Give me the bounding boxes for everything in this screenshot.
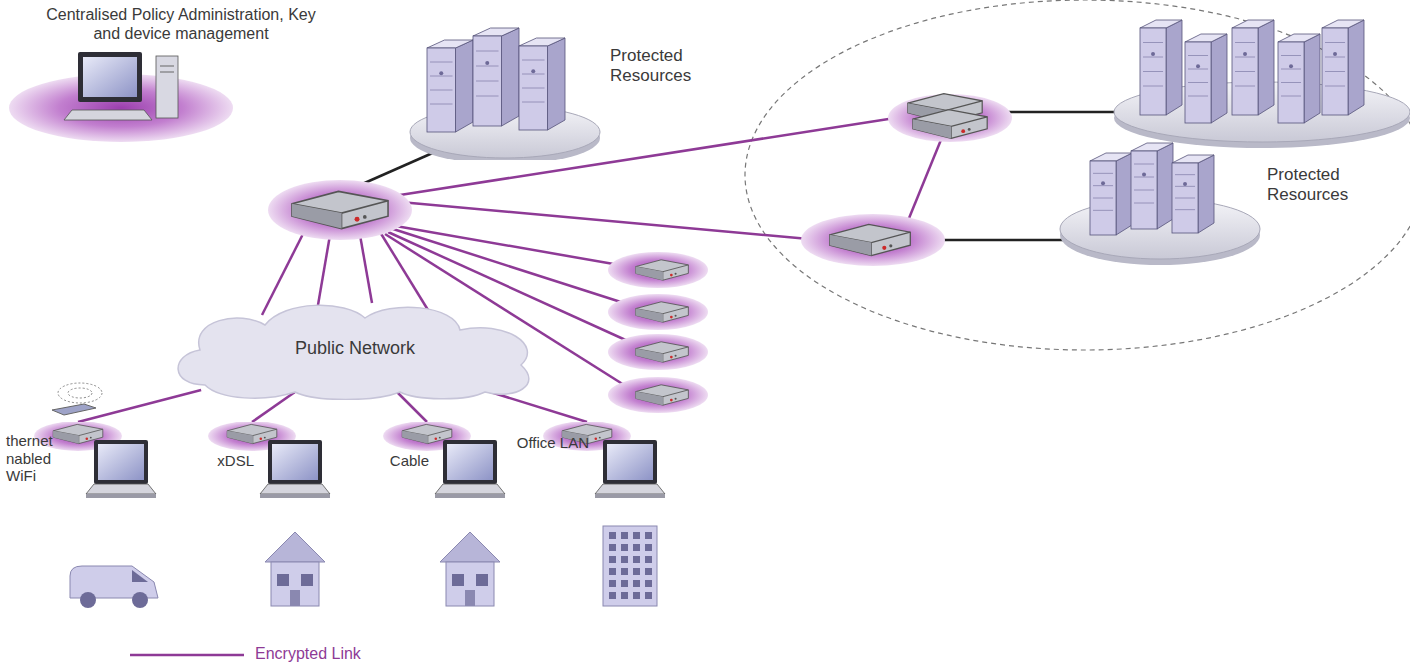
server-tower bbox=[1278, 34, 1320, 123]
laptop-icon bbox=[595, 440, 665, 498]
wifi-signal bbox=[58, 383, 102, 403]
resource-group: Protected Resources bbox=[1055, 135, 1395, 267]
node-shape bbox=[405, 20, 715, 160]
glow-halo bbox=[801, 214, 945, 266]
remote-user-site: xDSL bbox=[180, 422, 350, 614]
encrypted-link bbox=[390, 225, 648, 270]
glow-halo bbox=[888, 94, 1012, 142]
encryptor-device bbox=[636, 302, 689, 322]
encrypted-link-connector bbox=[78, 390, 201, 422]
node-label: Cable bbox=[355, 452, 429, 470]
lan-link bbox=[935, 239, 1070, 242]
node-label: thernet nabled WiFi bbox=[6, 432, 80, 485]
resource-group: Protected Resources bbox=[405, 20, 715, 160]
node-shape bbox=[180, 422, 350, 614]
office-building-icon bbox=[603, 526, 657, 606]
server-tower bbox=[1232, 20, 1274, 115]
server-tower bbox=[1090, 153, 1132, 235]
server-tower bbox=[473, 28, 519, 126]
protected-zone-outline bbox=[745, 0, 1410, 350]
legend-sample bbox=[120, 642, 250, 666]
legend-label: Encrypted Link bbox=[255, 645, 361, 664]
glow-halo bbox=[268, 180, 412, 240]
encrypted-link bbox=[380, 232, 428, 310]
server-tower bbox=[427, 40, 473, 132]
laptop-icon bbox=[86, 440, 156, 498]
node-shape bbox=[355, 422, 525, 614]
remote-user-site: Office LAN bbox=[515, 422, 685, 614]
node-label: Public Network bbox=[225, 338, 485, 359]
wifi-signal bbox=[68, 388, 92, 398]
legend-line-sample bbox=[130, 654, 244, 657]
legend-row: Encrypted Link bbox=[120, 642, 440, 666]
node-label: Centralised Policy Administration, Key a… bbox=[46, 6, 316, 44]
node-label: Office LAN bbox=[515, 434, 589, 452]
admin-computer-icon bbox=[64, 52, 178, 120]
server-tower bbox=[1322, 20, 1364, 115]
resource-group: Centralised Policy Administration, Key a… bbox=[6, 4, 306, 144]
lan-link bbox=[995, 111, 1130, 114]
node-label: Protected Resources bbox=[1267, 165, 1385, 205]
glow-halo bbox=[608, 334, 708, 370]
glow-halo bbox=[608, 252, 708, 288]
glow-halo bbox=[608, 377, 708, 413]
van-icon bbox=[70, 566, 158, 608]
cloud-shape bbox=[178, 305, 529, 399]
node-label: xDSL bbox=[180, 452, 254, 470]
encrypted-link bbox=[905, 130, 945, 228]
encryptor-device bbox=[636, 342, 689, 362]
encryptor-device bbox=[636, 260, 689, 280]
wifi-access-point bbox=[52, 404, 96, 415]
encryptor-device bbox=[292, 191, 388, 228]
node-label: Protected Resources bbox=[610, 46, 710, 86]
remote-user-site: thernet nabled WiFi bbox=[6, 422, 176, 614]
encryptor-device bbox=[913, 110, 987, 139]
encrypted-link bbox=[360, 235, 372, 303]
server-tower bbox=[1140, 20, 1182, 115]
encrypted-link bbox=[318, 235, 330, 305]
server-tower bbox=[1185, 34, 1227, 123]
laptop-icon bbox=[435, 440, 505, 498]
server-tower bbox=[1131, 143, 1173, 229]
server-tower bbox=[1172, 155, 1214, 233]
encryptor-device bbox=[830, 224, 911, 255]
house-icon bbox=[265, 532, 325, 606]
glow-halo bbox=[608, 294, 708, 330]
remote-user-site: Cable bbox=[355, 422, 525, 614]
house-icon bbox=[440, 532, 500, 606]
encryptor-device bbox=[636, 385, 689, 405]
network-cloud: Public Network bbox=[165, 300, 545, 400]
encrypted-link bbox=[262, 230, 305, 315]
server-tower bbox=[519, 38, 565, 130]
encrypted-link bbox=[400, 202, 820, 240]
laptop-icon bbox=[260, 440, 330, 498]
